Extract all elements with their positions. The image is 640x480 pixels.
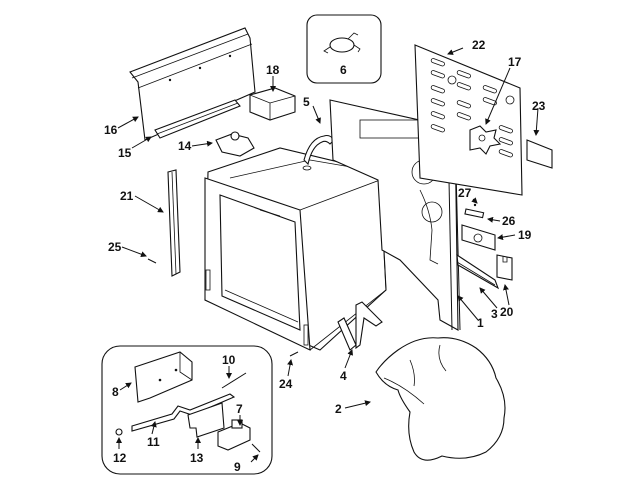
- callout-21[interactable]: 21: [120, 189, 134, 203]
- callout-20[interactable]: 20: [500, 305, 514, 319]
- part-16-panel[interactable]: [129, 27, 256, 141]
- callout-2[interactable]: 2: [335, 402, 342, 416]
- callout-leaders: [116, 47, 540, 463]
- callout-4[interactable]: 4: [340, 369, 347, 383]
- callout-12[interactable]: 12: [113, 451, 127, 465]
- callout-5[interactable]: 5: [303, 95, 310, 109]
- callout-24[interactable]: 24: [279, 377, 293, 391]
- callout-26[interactable]: 26: [502, 214, 516, 228]
- callout-27[interactable]: 27: [458, 186, 472, 200]
- callout-8[interactable]: 8: [112, 385, 119, 399]
- callout-9[interactable]: 9: [234, 460, 241, 474]
- callout-6[interactable]: 6: [340, 63, 347, 77]
- callout-13[interactable]: 13: [190, 451, 204, 465]
- inset-part-6: [306, 14, 382, 84]
- part-3-strip[interactable]: [456, 253, 500, 290]
- callout-17[interactable]: 17: [508, 55, 522, 69]
- callout-11[interactable]: 11: [147, 435, 160, 449]
- part-10-spring[interactable]: [221, 372, 247, 389]
- callout-labels: 16 15 18 14 5 6 22 17 23 21 25 27 26 19 …: [104, 38, 546, 474]
- callout-16[interactable]: 16: [104, 123, 118, 137]
- part-14-latch[interactable]: [215, 131, 255, 157]
- part-25-screw[interactable]: [147, 258, 157, 264]
- part-18-block[interactable]: [249, 87, 296, 121]
- part-22-rear-panel[interactable]: [414, 44, 523, 196]
- callout-18[interactable]: 18: [266, 63, 280, 77]
- callout-1[interactable]: 1: [477, 316, 484, 330]
- part-19-bracket[interactable]: [461, 224, 496, 251]
- callout-3[interactable]: 3: [491, 307, 498, 321]
- inset-latch-assembly: [101, 345, 273, 475]
- callout-19[interactable]: 19: [518, 228, 532, 242]
- part-8-bracket[interactable]: [134, 351, 193, 403]
- part-21-trim[interactable]: [167, 169, 181, 277]
- part-11-rod[interactable]: [131, 393, 236, 432]
- part-27-dot[interactable]: [473, 203, 477, 207]
- callout-10[interactable]: 10: [222, 353, 236, 367]
- part-20-plate[interactable]: [496, 254, 513, 281]
- callout-14[interactable]: 14: [178, 139, 192, 153]
- part-2-insulation[interactable]: [375, 337, 506, 461]
- part-4-hinge[interactable]: [337, 301, 383, 351]
- part-5-tube[interactable]: [302, 134, 335, 171]
- callout-7[interactable]: 7: [236, 402, 243, 416]
- oven-cavity[interactable]: [204, 147, 387, 351]
- callout-15[interactable]: 15: [118, 146, 132, 160]
- part-24-screw[interactable]: [289, 351, 299, 357]
- callout-23[interactable]: 23: [532, 99, 546, 113]
- part-17-fan[interactable]: [469, 125, 502, 155]
- part-23-plate[interactable]: [526, 139, 553, 169]
- part-9-screw[interactable]: [251, 443, 261, 453]
- part-12-nut[interactable]: [115, 428, 123, 436]
- callout-22[interactable]: 22: [472, 38, 486, 52]
- callout-25[interactable]: 25: [108, 240, 122, 254]
- part-26-terminal[interactable]: [464, 208, 485, 219]
- part-15-channel[interactable]: [154, 99, 241, 139]
